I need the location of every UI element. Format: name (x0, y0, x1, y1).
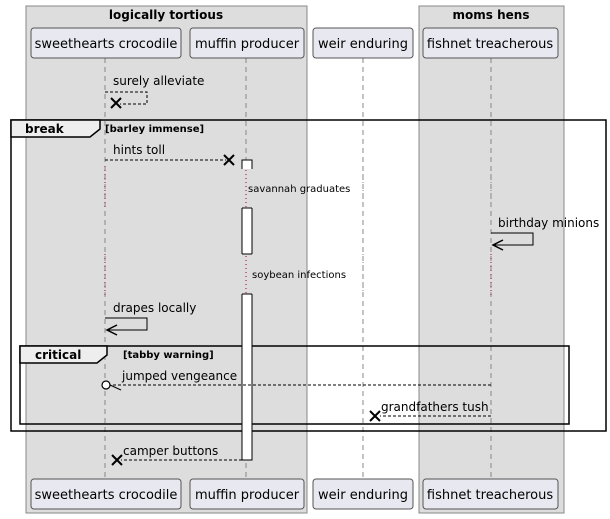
participant-label: sweethearts crocodile (35, 37, 178, 52)
message-grandfathers-tush: grandfathers tush (369, 400, 491, 422)
participant-head-fishnet-treacherous: fishnet treacherous (422, 27, 559, 59)
delay-label: savannah graduates (248, 184, 350, 195)
participant-label: weir enduring (318, 37, 408, 52)
participant-head-muffin-producer: muffin producer (189, 27, 305, 59)
participant-label: weir enduring (318, 488, 408, 503)
participant-foot-weir-enduring: weir enduring (312, 478, 414, 510)
message-surely-alleviate: surely alleviate (105, 74, 204, 109)
message-camper-buttons: camper buttons (111, 444, 242, 466)
participant-foot-sweethearts-crocodile: sweethearts crocodile (30, 478, 182, 510)
participant-head-weir-enduring: weir enduring (312, 27, 414, 59)
participant-label: fishnet treacherous (427, 37, 553, 52)
message-label: surely alleviate (113, 74, 204, 88)
message-jumped-vengeance: jumped vengeance (101, 369, 491, 391)
participant-label: fishnet treacherous (427, 488, 553, 503)
fragment-condition: [barley immense] (105, 124, 204, 135)
message-label: drapes locally (113, 301, 196, 315)
participant-head-sweethearts-crocodile: sweethearts crocodile (30, 27, 182, 59)
delay-markers (104, 166, 492, 296)
message-drapes-locally: drapes locally (105, 301, 196, 336)
message-hints-toll: hints toll (105, 143, 235, 166)
fragment-critical: critical [tabby warning] (19, 345, 570, 425)
participant-foot-muffin-producer: muffin producer (189, 478, 305, 510)
group-title: moms hens (453, 8, 530, 22)
participant-label: muffin producer (195, 488, 300, 503)
activation-bar (241, 159, 253, 461)
message-label: jumped vengeance (121, 369, 237, 383)
fragment-condition: [tabby warning] (123, 350, 214, 361)
participant-foot-fishnet-treacherous: fishnet treacherous (422, 478, 559, 510)
group-box-logically-tortious: logically tortious (25, 5, 308, 514)
participant-label: sweethearts crocodile (35, 488, 178, 503)
message-label: birthday minions (498, 216, 599, 230)
fragment-break: break [barley immense] (10, 119, 607, 432)
message-label: grandfathers tush (381, 400, 489, 414)
delay-label: soybean infections (252, 270, 346, 281)
message-label: camper buttons (123, 444, 218, 458)
fragment-keyword: break (25, 122, 65, 136)
group-title: logically tortious (109, 8, 223, 22)
fragment-keyword: critical (35, 348, 81, 362)
participant-label: muffin producer (195, 37, 300, 52)
message-birthday-minions: birthday minions (491, 216, 599, 251)
message-label: hints toll (113, 143, 165, 157)
